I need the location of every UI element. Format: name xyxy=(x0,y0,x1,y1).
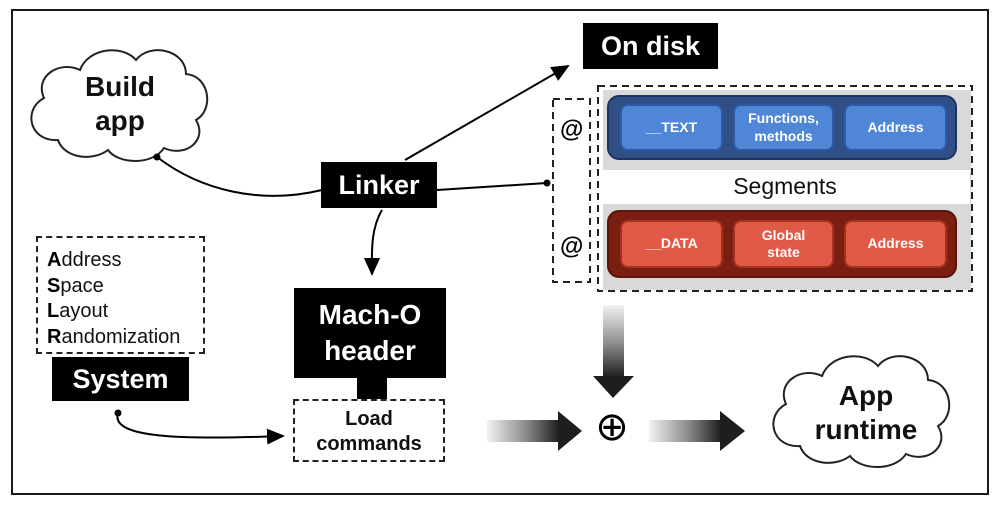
build-line-2: app xyxy=(95,104,145,136)
data-pointer-at: @ xyxy=(560,233,584,260)
linker-to-segments xyxy=(436,182,548,191)
text-segment-contents: Functions, methods xyxy=(733,104,834,151)
aslr-line-layout: Layout xyxy=(47,300,109,322)
pointer-dashed-box xyxy=(552,98,591,283)
segments-dot xyxy=(543,179,551,187)
build-cloud-label: Build app xyxy=(58,70,182,137)
text-pointer-at: @ xyxy=(560,116,584,143)
linker-to-disk xyxy=(404,65,570,161)
text-segment-address: Address xyxy=(844,104,947,151)
segments-label: Segments xyxy=(733,173,837,199)
diagram-frame xyxy=(11,9,989,495)
load-to-combine-arrow xyxy=(487,411,582,451)
linker-label: Linker xyxy=(321,162,437,208)
build-cloud xyxy=(30,49,209,162)
macho-stem xyxy=(357,377,387,399)
load-line-2: commands xyxy=(316,433,422,455)
macho-line-2: header xyxy=(324,335,416,366)
data-segment-address: Address xyxy=(844,220,947,268)
system-to-load xyxy=(116,412,285,445)
build-to-linker xyxy=(156,156,323,197)
segments-to-combine-arrow xyxy=(593,305,634,398)
runtime-cloud-label: App runtime xyxy=(810,379,922,446)
build-line-1: Build xyxy=(85,71,155,102)
load-line-1: Load xyxy=(345,408,393,430)
combine-icon: ⊕ xyxy=(595,405,629,449)
combine-to-runtime-arrow xyxy=(649,411,745,451)
segments-band xyxy=(600,170,970,204)
aslr-box: Address Space Layout Randomization xyxy=(36,236,205,354)
data-segment-contents: Global state xyxy=(733,220,834,268)
on-disk-label: On disk xyxy=(583,23,718,69)
aslr-line-randomization: Randomization xyxy=(47,325,181,348)
system-label: System xyxy=(52,357,189,401)
load-commands-box: Load commands xyxy=(293,399,445,462)
macho-line-1: Mach-O xyxy=(318,299,422,330)
linker-to-macho xyxy=(363,209,383,276)
runtime-cloud xyxy=(772,355,951,468)
macho-header-label: Mach-O header xyxy=(294,288,446,378)
runtime-line-2: runtime xyxy=(814,413,918,445)
aslr-line-space: Space xyxy=(47,274,104,297)
runtime-line-1: App xyxy=(838,380,894,411)
data-segment-name: __DATA xyxy=(620,220,723,268)
build-dot xyxy=(153,153,161,161)
aslr-line-address: Address xyxy=(47,249,122,271)
system-dot xyxy=(114,409,122,417)
segments-dashed-box xyxy=(597,85,973,292)
text-segment-name: __TEXT xyxy=(620,104,723,151)
